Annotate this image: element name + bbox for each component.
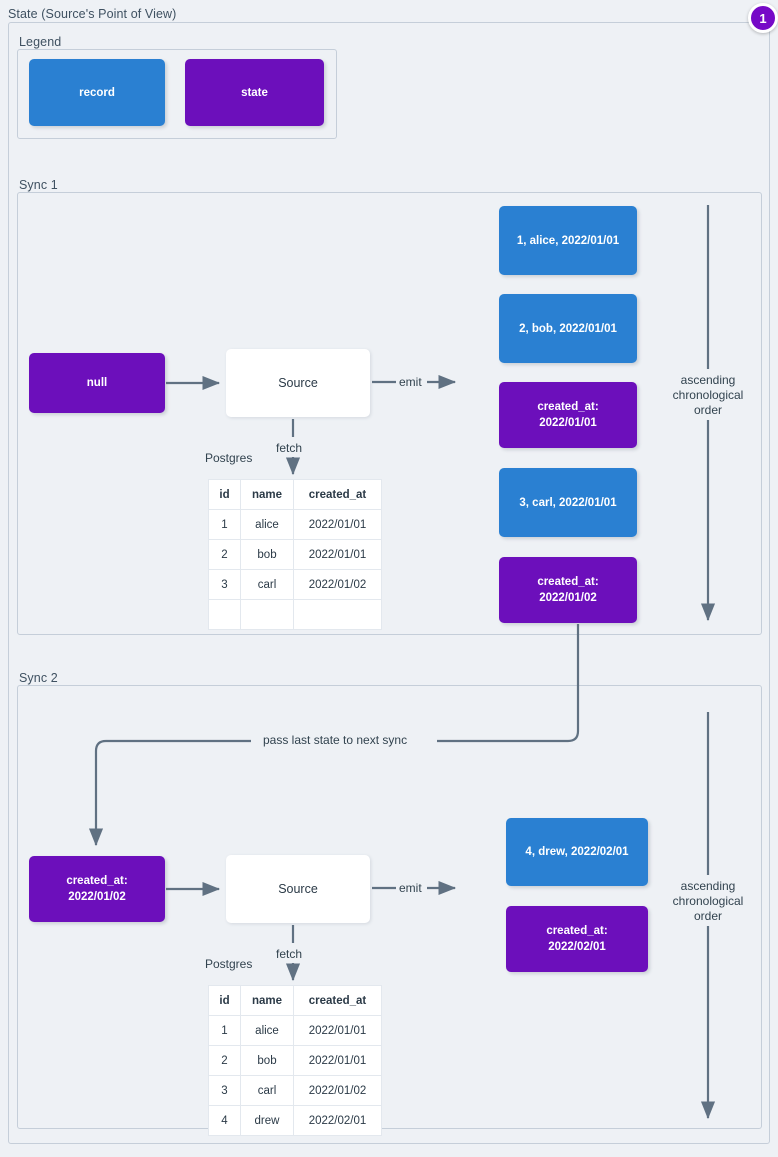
cell-id: 1 <box>208 1015 241 1046</box>
sync1-postgres-table: id name created_at 1 alice 2022/01/01 2 … <box>208 479 382 630</box>
cell-id: 3 <box>208 1075 241 1106</box>
sync1-title: Sync 1 <box>19 178 58 192</box>
sync2-postgres-table: id name created_at 1 alice 2022/01/01 2 … <box>208 985 382 1136</box>
table-row: 1 alice 2022/01/01 <box>208 1015 382 1046</box>
table-row: 2 bob 2022/01/01 <box>208 539 382 570</box>
cell-name: bob <box>240 1045 294 1076</box>
legend-title: Legend <box>19 35 62 49</box>
col-created-at: created_at <box>293 479 382 510</box>
col-name: name <box>240 479 294 510</box>
sync1-emitted-record-2: 2, bob, 2022/01/01 <box>499 294 637 363</box>
sync2-db-label: Postgres <box>205 957 253 971</box>
table-row: 3 carl 2022/01/02 <box>208 569 382 600</box>
step-badge[interactable]: 1 <box>748 3 778 33</box>
cell-id: 1 <box>208 509 241 540</box>
cell-created-at: 2022/01/01 <box>293 1015 382 1046</box>
col-id: id <box>208 479 241 510</box>
sync1-emitted-state-1: created_at: 2022/01/01 <box>499 382 637 448</box>
sync2-input-state: created_at: 2022/01/02 <box>29 856 165 922</box>
cell-name: drew <box>240 1105 294 1136</box>
sync1-emitted-record-1: 1, alice, 2022/01/01 <box>499 206 637 275</box>
sync1-source-node: Source <box>226 349 370 417</box>
cell-created-at <box>293 599 382 630</box>
sync1-emitted-state-2: created_at: 2022/01/02 <box>499 557 637 623</box>
sync2-order-label: ascending chronological order <box>672 879 744 923</box>
cell-created-at: 2022/01/01 <box>293 1045 382 1076</box>
diagram-title: State (Source's Point of View) <box>8 7 177 21</box>
sync2-emit-label: emit <box>399 881 422 895</box>
table-row: 4 drew 2022/02/01 <box>208 1105 382 1136</box>
sync2-source-node: Source <box>226 855 370 923</box>
sync1-db-label: Postgres <box>205 451 253 465</box>
cell-created-at: 2022/01/02 <box>293 1075 382 1106</box>
table-header-row: id name created_at <box>208 479 382 510</box>
cell-name: alice <box>240 1015 294 1046</box>
table-row-empty <box>208 599 382 630</box>
sync1-emit-label: emit <box>399 375 422 389</box>
sync2-emitted-record-1: 4, drew, 2022/02/01 <box>506 818 648 886</box>
sync1-input-state: null <box>29 353 165 413</box>
cell-created-at: 2022/02/01 <box>293 1105 382 1136</box>
cell-created-at: 2022/01/01 <box>293 509 382 540</box>
sync1-order-label: ascending chronological order <box>672 373 744 417</box>
cell-name: carl <box>240 1075 294 1106</box>
sync2-title: Sync 2 <box>19 671 58 685</box>
pass-state-label: pass last state to next sync <box>259 733 412 748</box>
table-row: 3 carl 2022/01/02 <box>208 1075 382 1106</box>
legend-item-record: record <box>29 59 165 126</box>
sync1-fetch-label: fetch <box>276 441 303 455</box>
cell-created-at: 2022/01/01 <box>293 539 382 570</box>
cell-id: 2 <box>208 1045 241 1076</box>
cell-name: carl <box>240 569 294 600</box>
cell-id: 3 <box>208 569 241 600</box>
table-header-row: id name created_at <box>208 985 382 1016</box>
col-id: id <box>208 985 241 1016</box>
sync1-emitted-record-3: 3, carl, 2022/01/01 <box>499 468 637 537</box>
cell-name <box>240 599 294 630</box>
sync2-fetch-label: fetch <box>276 947 303 961</box>
sync2-emitted-state-1: created_at: 2022/02/01 <box>506 906 648 972</box>
col-created-at: created_at <box>293 985 382 1016</box>
table-row: 1 alice 2022/01/01 <box>208 509 382 540</box>
cell-id <box>208 599 241 630</box>
table-row: 2 bob 2022/01/01 <box>208 1045 382 1076</box>
cell-id: 2 <box>208 539 241 570</box>
cell-id: 4 <box>208 1105 241 1136</box>
col-name: name <box>240 985 294 1016</box>
cell-name: alice <box>240 509 294 540</box>
cell-name: bob <box>240 539 294 570</box>
legend-item-state: state <box>185 59 324 126</box>
sync1-frame <box>17 192 762 635</box>
cell-created-at: 2022/01/02 <box>293 569 382 600</box>
